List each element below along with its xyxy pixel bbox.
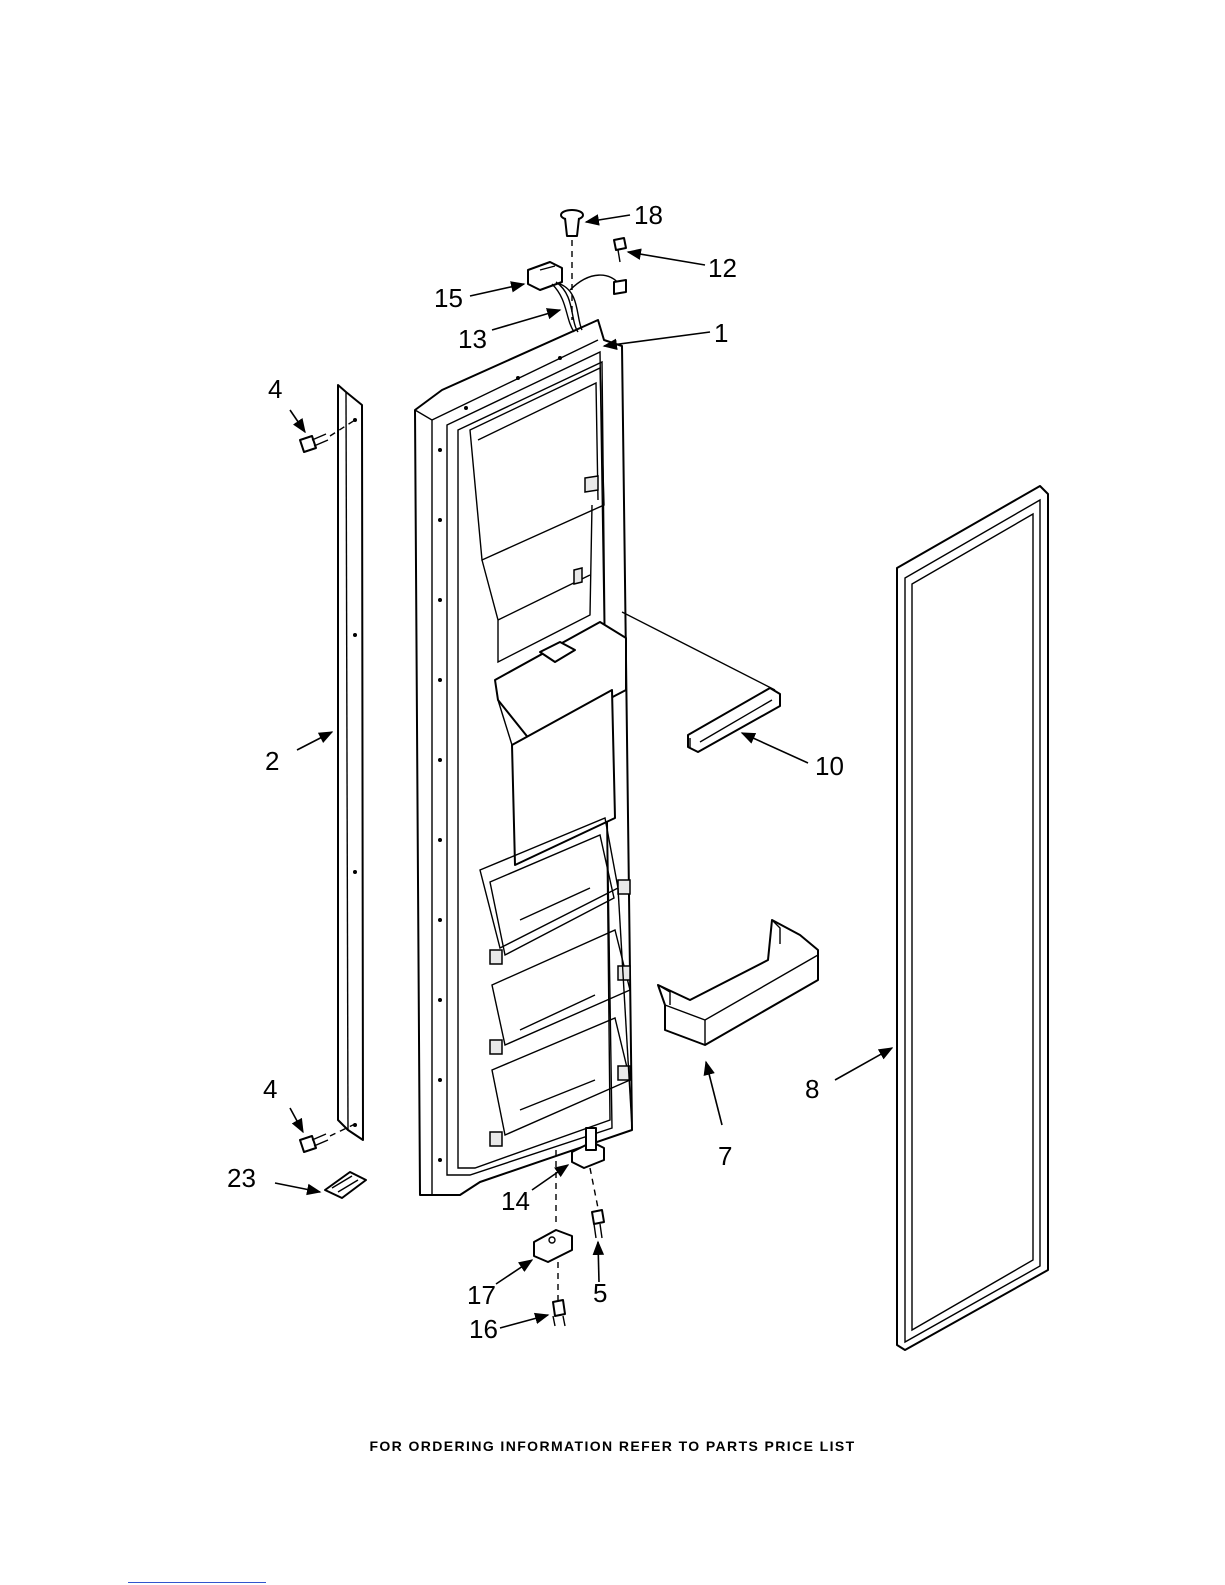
- callout-10: 10: [815, 751, 844, 781]
- screw-part-5: [592, 1210, 604, 1238]
- callout-23: 23: [227, 1163, 256, 1193]
- clip-part: [325, 1172, 366, 1198]
- bottom-divider: [128, 1582, 266, 1583]
- door-liner-part: [415, 320, 632, 1195]
- callout-17: 17: [467, 1280, 496, 1310]
- callout-14: 14: [501, 1186, 530, 1216]
- callout-7: 7: [718, 1141, 732, 1171]
- callout-8: 8: [805, 1074, 819, 1104]
- hinge-block-part: [534, 1150, 572, 1300]
- callout-4-bottom: 4: [263, 1074, 277, 1104]
- callout-15: 15: [434, 283, 463, 313]
- callout-18: 18: [634, 200, 663, 230]
- rail-part: [622, 612, 780, 752]
- callout-1: 1: [714, 318, 728, 348]
- door-trim-strip-part: [338, 385, 363, 1140]
- callout-13: 13: [458, 324, 487, 354]
- door-bin-part: [658, 920, 818, 1045]
- wire-harness-part: [528, 262, 626, 332]
- callout-2: 2: [265, 746, 279, 776]
- screw-part-12: [614, 238, 626, 262]
- callout-5: 5: [593, 1278, 607, 1308]
- callout-16: 16: [469, 1314, 498, 1344]
- screw-part-16: [553, 1300, 565, 1326]
- callout-4-top: 4: [268, 374, 282, 404]
- callout-12: 12: [708, 253, 737, 283]
- door-gasket-part: [897, 486, 1048, 1350]
- ordering-info-footer: FOR ORDERING INFORMATION REFER TO PARTS …: [0, 1438, 1225, 1454]
